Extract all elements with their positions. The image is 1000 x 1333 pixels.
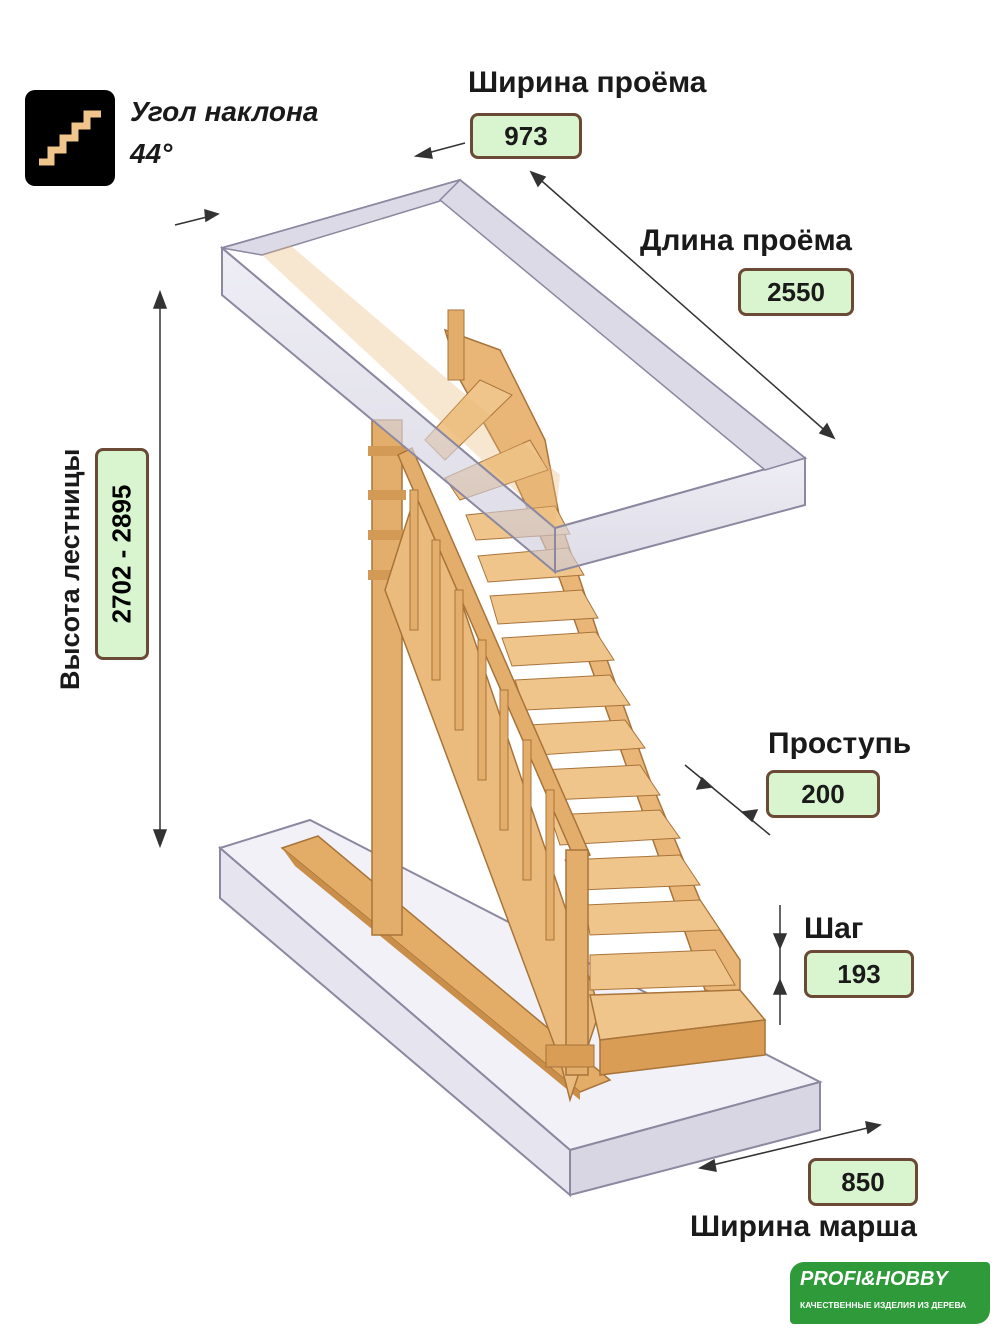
stair-height-label: Высота лестницы [55, 448, 85, 690]
stair-height-box: 2702 - 2895 [95, 448, 149, 660]
floor-frame [280, 835, 612, 1100]
angle-value: 44° [130, 138, 173, 169]
flight-width-label: Ширина марша [690, 1210, 917, 1243]
stairs-angle-icon [25, 90, 115, 186]
tread-label: Проступь [768, 727, 912, 760]
tread-value: 200 [766, 770, 880, 818]
opening-length-label: Длина проёма [640, 224, 852, 257]
opening-width-value: 973 [470, 113, 582, 159]
profi-hobby-logo: PROFI&HOBBY КАЧЕСТВЕННЫЕ ИЗДЕЛИЯ ИЗ ДЕРЕ… [790, 1262, 990, 1324]
ceiling-opening [219, 178, 808, 575]
opening-width-label: Ширина проёма [468, 66, 707, 99]
step-label: Шаг [804, 912, 864, 945]
opening-length-value: 2550 [738, 268, 854, 316]
logo-brand: PROFI&HOBBY [800, 1268, 948, 1290]
support-post [368, 419, 406, 936]
flight-width-value: 850 [808, 1158, 918, 1206]
stair-height-value: 2702 - 2895 [106, 484, 137, 624]
logo-tagline: КАЧЕСТВЕННЫЕ ИЗДЕЛИЯ ИЗ ДЕРЕВА [800, 1300, 967, 1310]
dimension-lines [152, 142, 882, 1172]
angle-label: Угол наклона [130, 96, 319, 127]
step-value: 193 [804, 950, 914, 998]
railing [397, 309, 595, 1076]
